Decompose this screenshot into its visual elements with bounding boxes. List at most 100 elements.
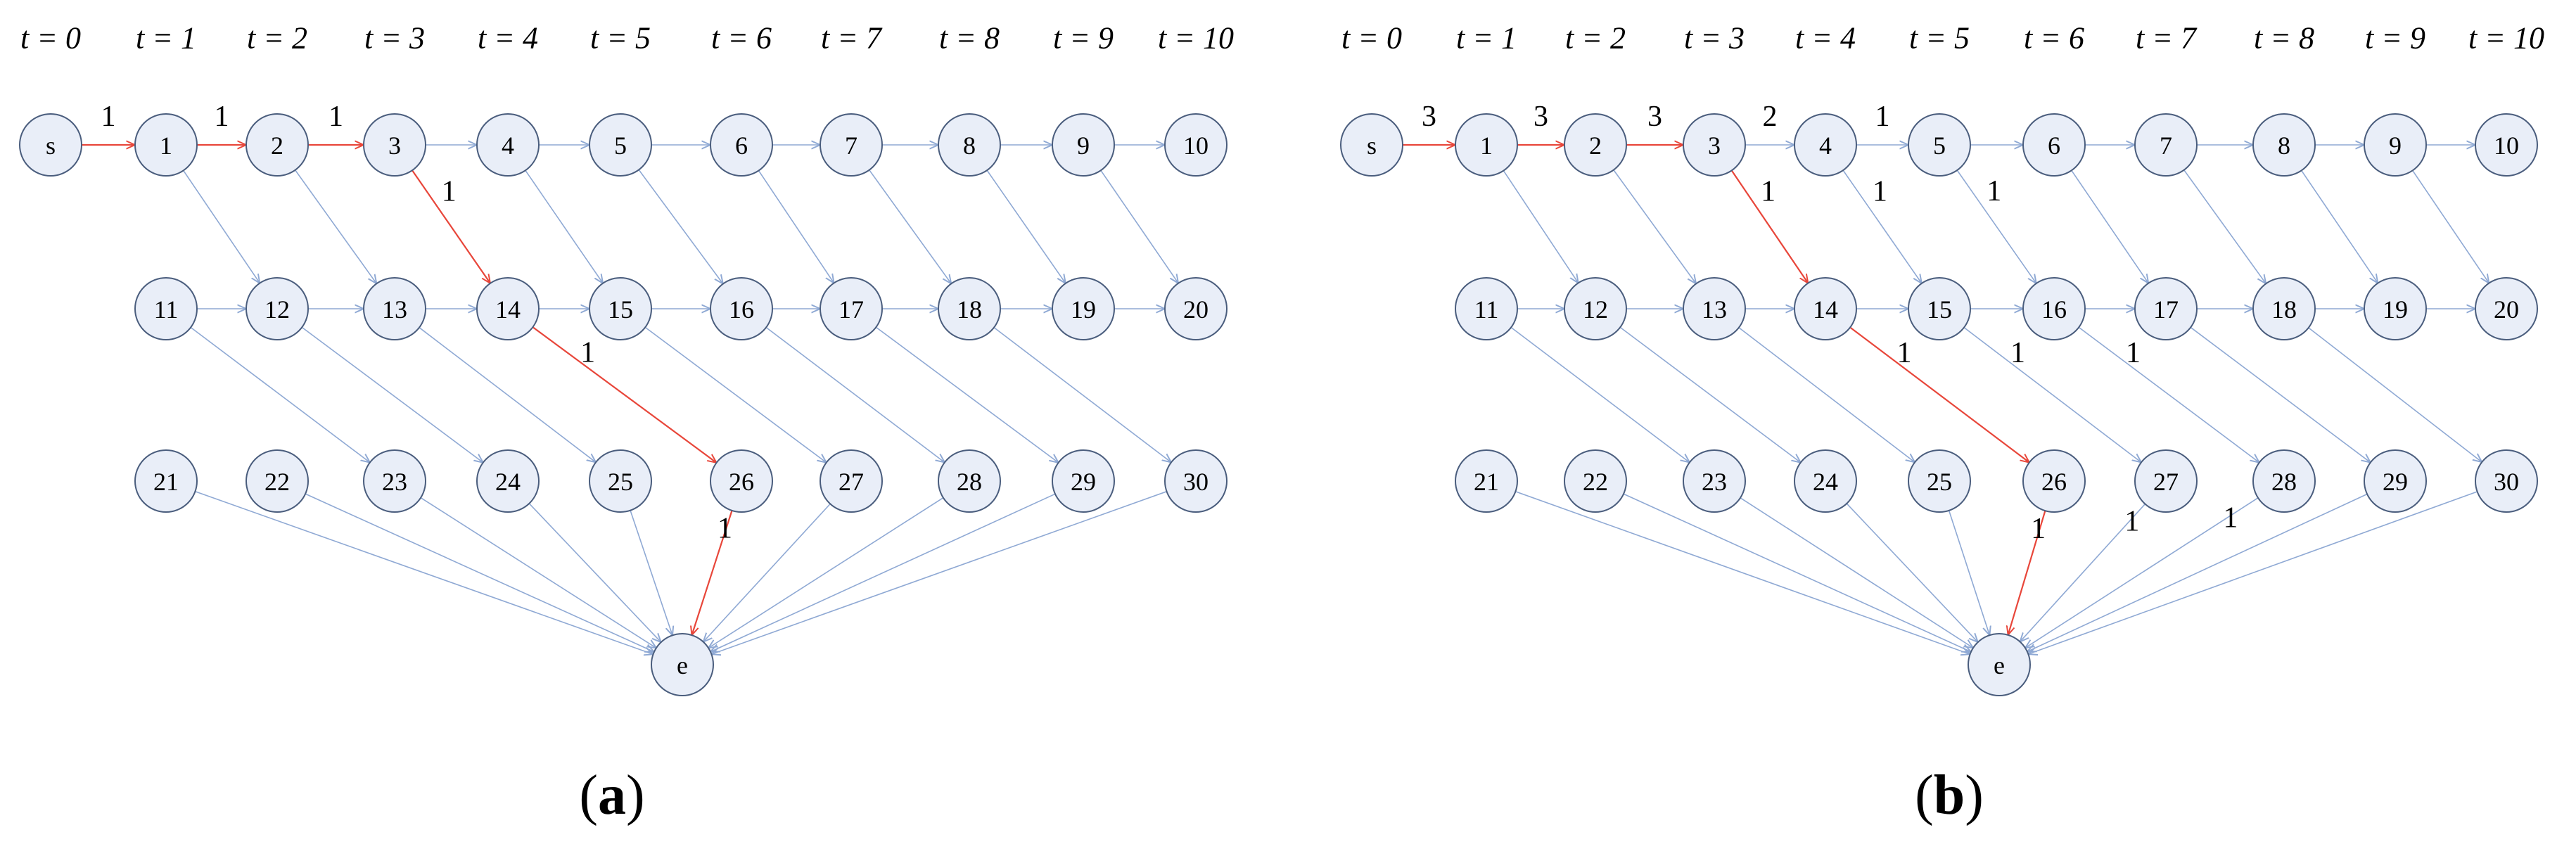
time-label: t = 0: [1341, 21, 1402, 56]
node-15: 15: [1908, 277, 1971, 340]
node-circle: [820, 449, 883, 513]
node-label: 4: [1819, 132, 1832, 160]
flow-label: 1: [329, 101, 343, 133]
flow-edge: [195, 490, 653, 655]
node-label: 16: [2041, 295, 2067, 324]
node-circle: [820, 113, 883, 177]
node-label: 12: [264, 295, 290, 324]
node-circle: [2022, 277, 2086, 340]
time-label: t = 7: [2136, 21, 2198, 56]
flow-label: 1: [2223, 502, 2238, 535]
node-circle: [589, 277, 652, 340]
node-label: 15: [608, 295, 633, 324]
node-28: 28: [938, 449, 1001, 513]
node-27: 27: [820, 449, 883, 513]
node-label: 9: [1077, 132, 1090, 160]
node-4: 4: [476, 113, 540, 177]
time-label: t = 6: [2024, 21, 2084, 56]
node-circle: [710, 277, 773, 340]
node-label: 17: [839, 295, 864, 324]
flow-edge: [183, 170, 260, 283]
node-label: s: [46, 132, 56, 160]
node-circle: [1683, 277, 1746, 340]
node-18: 18: [938, 277, 1001, 340]
node-label: 12: [1583, 295, 1608, 324]
flow-label: 1: [2124, 505, 2139, 537]
node-circle: [1683, 113, 1746, 177]
node-label: 1: [1480, 132, 1493, 160]
node-12: 12: [1564, 277, 1627, 340]
node-circle: [1164, 449, 1228, 513]
flow-edge: [2020, 504, 2146, 642]
node-circle: [2252, 113, 2316, 177]
node-label: 24: [1813, 468, 1838, 496]
flow-label: 1: [1897, 337, 1912, 369]
node-8: 8: [938, 113, 1001, 177]
edges: [1403, 145, 2489, 654]
flow-label: 2: [1763, 101, 1778, 133]
node-5: 5: [589, 113, 652, 177]
flow-edge: [1623, 493, 1971, 652]
node-label: 5: [614, 132, 627, 160]
node-18: 18: [2252, 277, 2316, 340]
flow-edge: [2308, 327, 2482, 462]
node-circle: [476, 113, 540, 177]
node-label: 11: [154, 295, 179, 324]
node-1: 1: [134, 113, 198, 177]
flow-edge: [1948, 510, 1990, 635]
node-8: 8: [2252, 113, 2316, 177]
flow-edge: [2028, 491, 2478, 654]
flow-edge: [2412, 170, 2489, 283]
flow-label: 1: [1761, 176, 1775, 208]
node-circle: [1794, 113, 1857, 177]
node-3: 3: [1683, 113, 1746, 177]
flow-edge: [638, 169, 723, 283]
node-label: 17: [2153, 295, 2179, 324]
node-circle: [2022, 449, 2086, 513]
node-label: 30: [1183, 468, 1209, 496]
node-7: 7: [2134, 113, 2198, 177]
node-19: 19: [1052, 277, 1115, 340]
node-17: 17: [820, 277, 883, 340]
flow-edge: [875, 326, 1058, 463]
flow-label: 1: [1987, 175, 2001, 207]
node-label: 23: [382, 468, 407, 496]
node-circle: [2364, 277, 2427, 340]
node-14: 14: [1794, 277, 1857, 340]
flow-edge: [630, 510, 672, 636]
node-26: 26: [710, 449, 773, 513]
time-label: t = 9: [2365, 21, 2425, 56]
flow-edge: [703, 503, 831, 641]
node-circle: [2252, 277, 2316, 340]
node-2: 2: [1564, 113, 1627, 177]
flow-label: 1: [101, 101, 116, 133]
node-label: 14: [495, 295, 521, 324]
node-label: 10: [1183, 132, 1209, 160]
node-circle: [2134, 277, 2198, 340]
flow-label: 1: [215, 101, 229, 133]
node-25: 25: [1908, 449, 1971, 513]
node-circle: [710, 113, 773, 177]
time-label: t = 4: [1795, 21, 1856, 56]
node-circle: [1164, 277, 1228, 340]
time-label: t = 8: [2254, 21, 2314, 56]
node-label: 15: [1927, 295, 1952, 324]
flow-edge: [190, 326, 370, 462]
node-22: 22: [246, 449, 309, 513]
node-circle: [1908, 277, 1971, 340]
node-23: 23: [1683, 449, 1746, 513]
flow-edge: [710, 493, 1056, 651]
node-11: 11: [1455, 277, 1518, 340]
node-label: 9: [2389, 132, 2402, 160]
flow-edge: [420, 497, 656, 648]
flow-label: 1: [718, 513, 732, 545]
node-label: 22: [1583, 468, 1608, 496]
node-13: 13: [1683, 277, 1746, 340]
node-29: 29: [2364, 449, 2427, 513]
flow-edge: [2027, 493, 2368, 652]
